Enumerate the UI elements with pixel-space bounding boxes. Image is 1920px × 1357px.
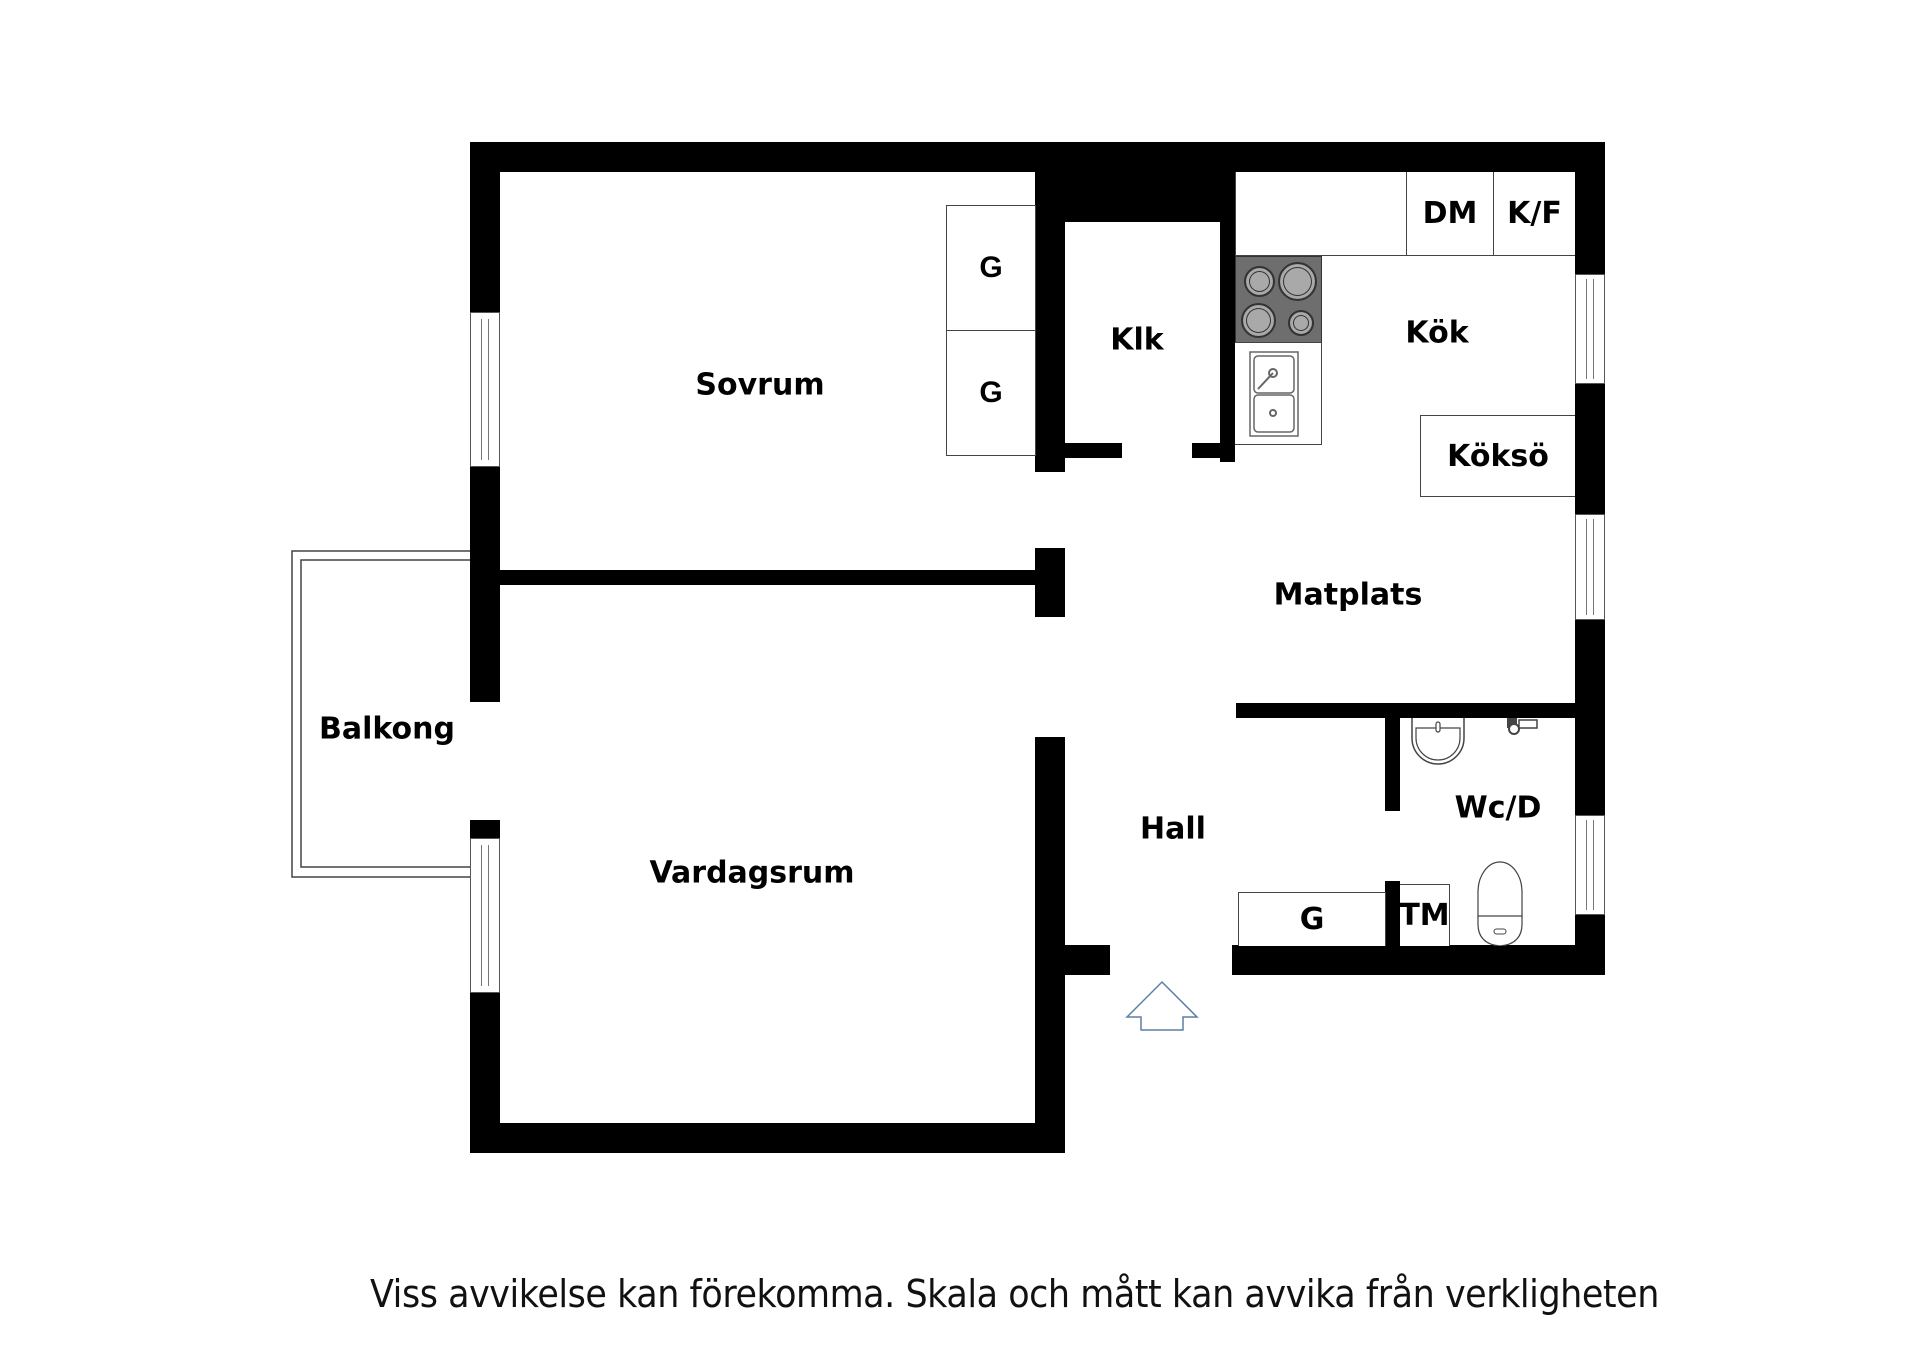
- stove-icon: [1235, 256, 1322, 343]
- wall-hall-entry-left: [1035, 945, 1110, 975]
- wardrobe-label: G: [1299, 902, 1325, 937]
- wardrobe-sovrum-2: G: [946, 330, 1036, 456]
- dishwasher-label: DM: [1422, 196, 1478, 231]
- wall-wc-hall-upper: [1385, 703, 1400, 811]
- washing-machine: TM: [1399, 884, 1450, 946]
- window-vardagsrum: [470, 838, 500, 993]
- wall-divider-stub: [1035, 548, 1065, 617]
- burner-icon: [1244, 266, 1275, 297]
- room-label-kok: Kök: [1405, 315, 1469, 351]
- kitchen-sink-icon: [1249, 350, 1299, 437]
- room-label-hall: Hall: [1140, 811, 1206, 847]
- burner-icon: [1241, 303, 1276, 338]
- kitchen-island-label: Köksö: [1447, 438, 1549, 474]
- burner-icon: [1278, 262, 1317, 301]
- wall-matplats-wc: [1236, 703, 1575, 718]
- window-sovrum: [470, 312, 500, 467]
- wall-wc-hall-lower: [1385, 881, 1400, 975]
- room-label-balkong: Balkong: [319, 711, 455, 747]
- wall-sovrum-vardagsrum: [500, 570, 1035, 585]
- burner-icon: [1288, 310, 1314, 336]
- window-matplats: [1575, 514, 1605, 620]
- wardrobe-label: G: [979, 251, 1003, 284]
- wall-right-bottom: [1575, 915, 1605, 975]
- wardrobe-sovrum-1: G: [946, 205, 1036, 331]
- wall-klk-top-thick: [1035, 142, 1235, 222]
- window-kok: [1575, 274, 1605, 384]
- window-wc: [1575, 815, 1605, 915]
- wardrobe-hall: G: [1238, 892, 1386, 946]
- kitchen-counter-top: [1235, 172, 1407, 256]
- faucet-icon: [1507, 718, 1538, 735]
- wall-left-lower-stub: [470, 820, 500, 838]
- fridge-freezer: K/F: [1493, 172, 1575, 256]
- wall-left-mid: [470, 467, 500, 702]
- wall-right-mid1: [1575, 384, 1605, 514]
- toilet-icon: [1477, 861, 1523, 946]
- sink-counter: [1235, 342, 1322, 445]
- kitchen-island: Köksö: [1420, 415, 1575, 497]
- washing-machine-label: TM: [1399, 898, 1450, 933]
- wall-right-top: [1575, 142, 1605, 274]
- wall-klk-bottom-left: [1065, 443, 1122, 458]
- wall-klk-kok: [1220, 142, 1235, 462]
- room-label-vardagsrum: Vardagsrum: [649, 855, 855, 891]
- disclaimer-caption: Viss avvikelse kan förekomma. Skala och …: [370, 1272, 1659, 1316]
- room-label-sovrum: Sovrum: [695, 367, 825, 403]
- wall-bottom-right: [1232, 945, 1605, 975]
- wall-klk-bottom-right: [1192, 443, 1235, 458]
- wall-left-upper: [470, 142, 500, 312]
- fridge-freezer-label: K/F: [1507, 196, 1562, 231]
- washbasin-icon: [1411, 718, 1465, 765]
- room-label-klk: Klk: [1110, 322, 1164, 358]
- entrance-arrow-icon: [1125, 980, 1199, 1031]
- wall-bottom-vardagsrum: [470, 1123, 1065, 1153]
- room-label-wc: Wc/D: [1454, 790, 1542, 826]
- dishwasher: DM: [1406, 172, 1494, 256]
- wardrobe-label: G: [979, 376, 1003, 409]
- wall-right-mid2: [1575, 620, 1605, 815]
- room-label-matplats: Matplats: [1273, 577, 1423, 613]
